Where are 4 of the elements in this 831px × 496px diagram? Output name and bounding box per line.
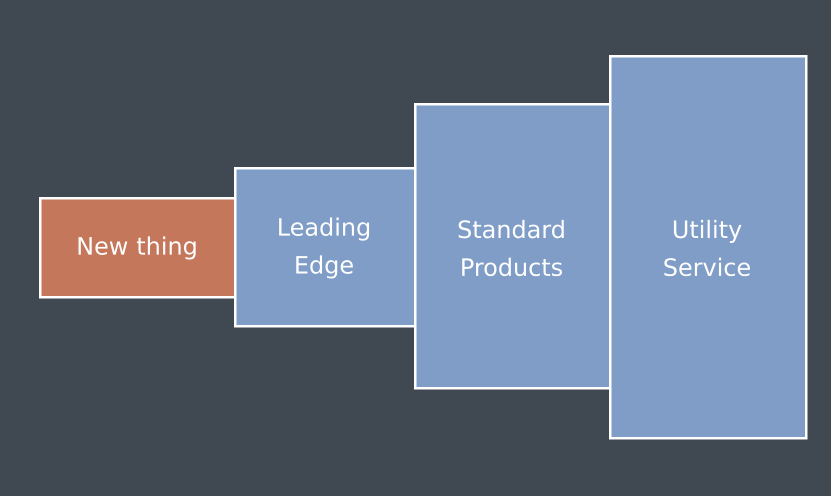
stage-box: Utility Service — [609, 55, 808, 440]
stage-box: New thing — [39, 196, 238, 298]
stage-box: Standard Products — [414, 102, 612, 390]
stage-box: Leading Edge — [234, 166, 416, 328]
